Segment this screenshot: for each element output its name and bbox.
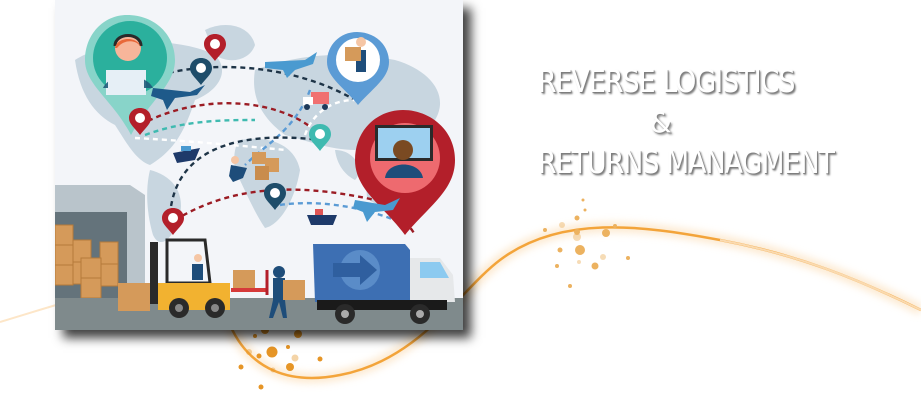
- reverse-logistics-illustration: [55, 0, 463, 330]
- worker-pushing-boxes: [229, 152, 279, 182]
- headline-line-3: RETURNS MANAGMENT: [538, 145, 835, 181]
- worker-carrying-box: [269, 266, 305, 318]
- headline-line-1: REVERSE LOGISTICS: [538, 64, 795, 100]
- warehouse: [55, 185, 145, 302]
- airplane-icons: [151, 52, 400, 222]
- ship-icons: [173, 146, 337, 225]
- computer-user-pin: [355, 110, 455, 235]
- headline-ampersand: &: [650, 106, 672, 139]
- delivery-man-pin: [327, 32, 389, 105]
- van-icon: [303, 92, 329, 110]
- forklift: [118, 238, 230, 318]
- pallet-jack: [231, 270, 269, 295]
- customer-support-pin: [85, 15, 175, 135]
- location-pins: [129, 34, 331, 235]
- world-map-logistics-scene: [55, 15, 463, 330]
- sparkle-dots-right: [543, 198, 630, 288]
- delivery-truck: [313, 244, 455, 324]
